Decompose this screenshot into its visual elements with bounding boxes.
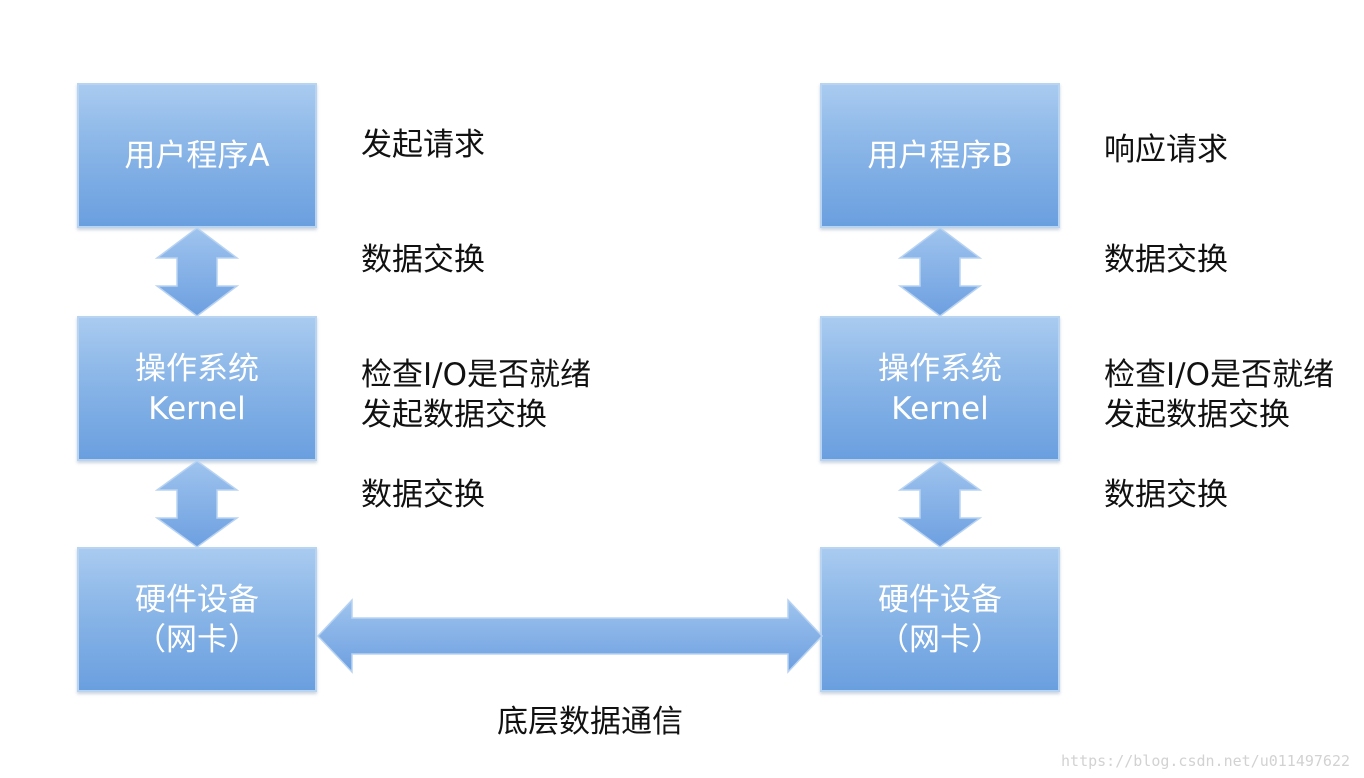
operating-system-a-kernel: Kernel [148,390,246,427]
operating-system-a-box: 操作系统 Kernel [77,316,317,461]
user-program-a-box: 用户程序A [77,83,317,228]
left-data-exchange-bottom-note: 数据交换 [361,477,485,513]
right-check-io-line1-note: 检查I/O是否就绪 [1104,357,1334,393]
left-data-exchange-top-note: 数据交换 [361,242,485,278]
source-watermark: https://blog.csdn.net/u011497622 [1061,752,1350,770]
operating-system-b-box: 操作系统 Kernel [820,316,1060,461]
operating-system-a-title: 操作系统 [135,350,259,387]
right-check-io-line2-note: 发起数据交换 [1104,397,1290,433]
user-program-b-label: 用户程序B [867,137,1013,174]
left-send-request-note: 发起请求 [361,127,485,163]
double-headed-vertical-arrow-icon [897,460,983,548]
operating-system-b-title: 操作系统 [878,350,1002,387]
right-data-exchange-top-note: 数据交换 [1104,242,1228,278]
left-check-io-line1-note: 检查I/O是否就绪 [361,357,591,393]
right-data-exchange-bottom-note: 数据交换 [1104,477,1228,513]
double-headed-horizontal-arrow-icon [316,598,824,674]
hardware-device-a-nic: （网卡） [135,621,259,658]
right-respond-request-note: 响应请求 [1104,132,1228,168]
hardware-device-a-title: 硬件设备 [135,581,259,618]
hardware-device-b-nic: （网卡） [878,621,1002,658]
underlying-communication-caption: 底层数据通信 [497,704,683,740]
user-program-b-box: 用户程序B [820,83,1060,228]
hardware-device-b-title: 硬件设备 [878,581,1002,618]
left-check-io-line2-note: 发起数据交换 [361,397,547,433]
double-headed-vertical-arrow-icon [897,227,983,317]
operating-system-b-kernel: Kernel [891,390,989,427]
hardware-device-b-box: 硬件设备 （网卡） [820,547,1060,692]
double-headed-vertical-arrow-icon [154,460,240,548]
double-headed-vertical-arrow-icon [154,227,240,317]
hardware-device-a-box: 硬件设备 （网卡） [77,547,317,692]
user-program-a-label: 用户程序A [124,137,270,174]
